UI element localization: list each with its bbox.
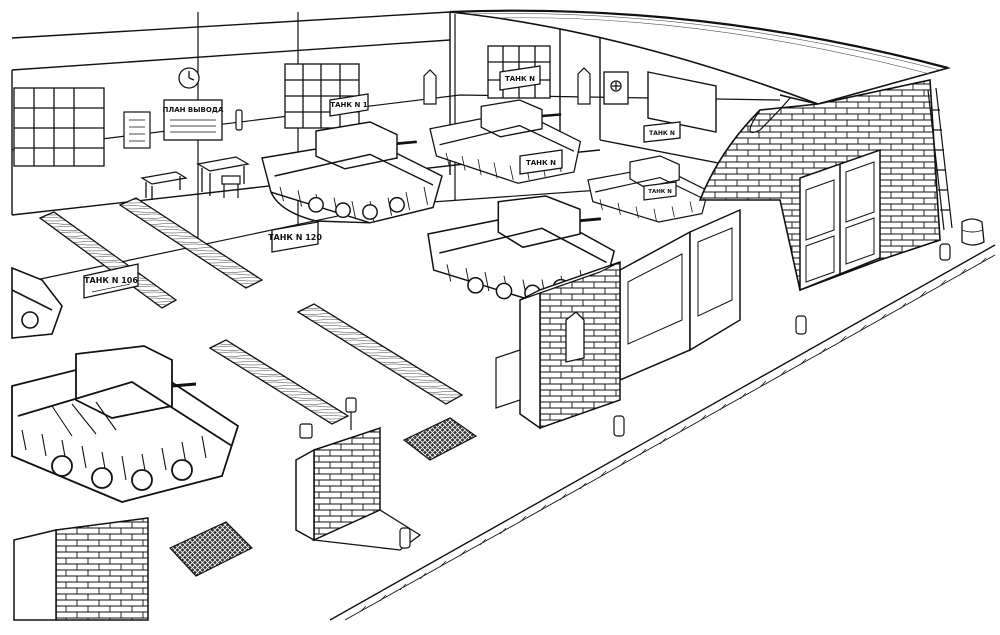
svg-text:ТАНК N 1: ТАНК N 1 bbox=[330, 101, 368, 109]
plan-board: ПЛАН ВЫВОДА bbox=[163, 99, 224, 141]
bollards bbox=[399, 243, 951, 549]
svg-text:ТАНК N 106: ТАНК N 106 bbox=[84, 276, 138, 285]
window-left bbox=[13, 87, 105, 167]
tank-partial-left bbox=[11, 266, 63, 339]
sign-tank-106: ТАНК N 106 bbox=[83, 263, 139, 299]
first-aid-box-icon bbox=[603, 71, 629, 105]
floor-planks bbox=[38, 197, 464, 425]
lamp-post-floor bbox=[299, 397, 357, 439]
window-center bbox=[284, 63, 360, 129]
sign-tank-right: ТАНК N bbox=[643, 121, 681, 143]
notice-board-small bbox=[123, 111, 151, 149]
sign-tank-back: ТАНК N bbox=[499, 65, 541, 91]
lamp-icon-back bbox=[423, 69, 437, 105]
fire-extinguisher-icon bbox=[235, 109, 243, 131]
table-left bbox=[140, 171, 188, 200]
drain-channel bbox=[359, 257, 987, 613]
niche-lamp bbox=[565, 311, 585, 363]
plan-board-text: ПЛАН ВЫВОДА bbox=[163, 106, 224, 114]
svg-text:ТАНК N: ТАНК N bbox=[505, 75, 535, 83]
svg-text:ТАНК N: ТАНК N bbox=[649, 130, 675, 137]
sign-tank-mid: ТАНК N bbox=[519, 149, 563, 175]
garage-door-right bbox=[799, 148, 881, 292]
wall-clock-icon bbox=[178, 67, 200, 89]
crate bbox=[495, 349, 521, 409]
lamp-icon-right bbox=[577, 67, 591, 105]
wall-stub-mid bbox=[311, 509, 422, 551]
brick-pillar-front bbox=[13, 517, 149, 621]
ladder bbox=[927, 87, 953, 231]
table-right bbox=[196, 156, 250, 196]
tank-back-left bbox=[261, 121, 443, 224]
stool bbox=[221, 175, 241, 198]
sign-tank-1: ТАНК N 1 bbox=[329, 93, 369, 117]
svg-text:ТАНК N 120: ТАНК N 120 bbox=[268, 233, 322, 242]
svg-text:ТАНК N: ТАНК N bbox=[526, 159, 556, 167]
side-wall-board bbox=[647, 71, 717, 133]
sign-tank-120: ТАНК N 120 bbox=[268, 221, 322, 253]
barrel-icon bbox=[961, 218, 985, 246]
brick-pillar-mid bbox=[295, 426, 381, 542]
garage-door-front bbox=[619, 208, 741, 382]
roof bbox=[449, 9, 952, 105]
floor-grates bbox=[168, 417, 478, 577]
tank-front-left bbox=[11, 345, 240, 503]
floor-edge bbox=[329, 244, 996, 621]
svg-text:ТАНК N: ТАНК N bbox=[648, 189, 672, 195]
tank-back-right bbox=[429, 99, 582, 184]
sign-tank-far-right: ТАНК N bbox=[643, 181, 677, 201]
